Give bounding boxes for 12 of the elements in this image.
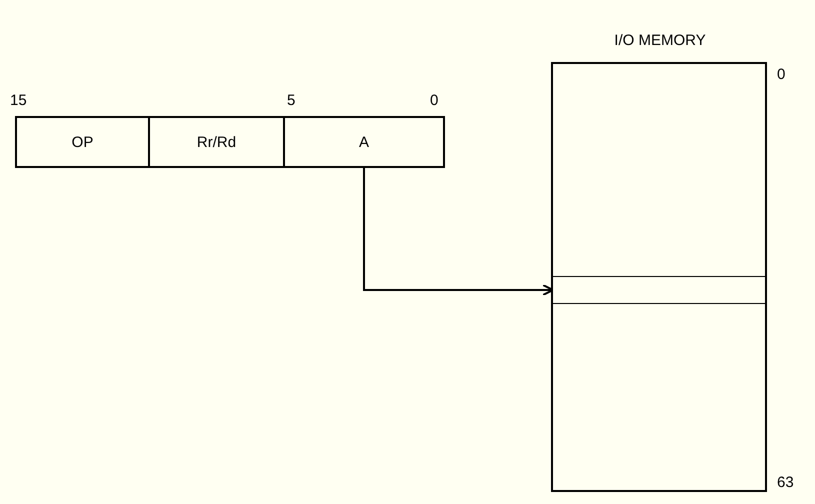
address-number: 63 [777, 474, 794, 491]
arrow [363, 166, 554, 296]
bit-number: 5 [287, 92, 296, 109]
instruction-word [15, 116, 445, 168]
address-number: 0 [777, 66, 786, 83]
memory-title: I/O MEMORY [613, 32, 707, 49]
bit-number: 0 [430, 92, 438, 109]
register-field: OP [17, 118, 150, 166]
register-field: Rr/Rd [150, 118, 285, 166]
register-field: A [285, 118, 443, 166]
bit-number: 15 [10, 92, 27, 109]
memory-slot [553, 276, 765, 304]
